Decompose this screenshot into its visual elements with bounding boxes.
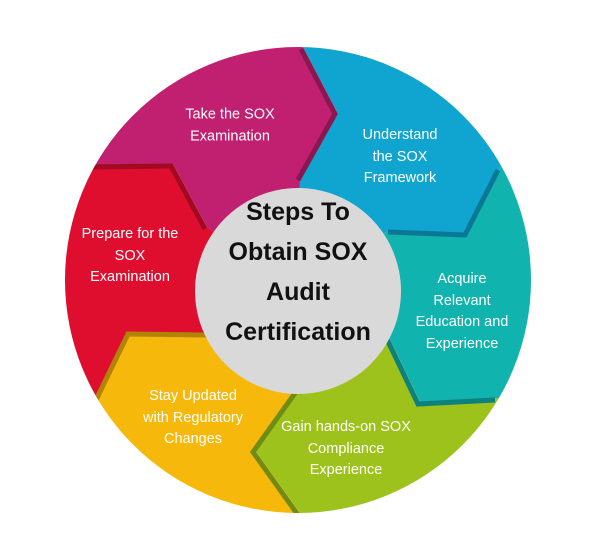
step-label-line: Stay Updated bbox=[149, 387, 237, 404]
center-title: Steps To Obtain SOX Audit Certification bbox=[225, 192, 371, 352]
segment-edge-shadow bbox=[382, 333, 496, 407]
segment-edge-shadow bbox=[249, 387, 301, 513]
step-stay-updated: Stay Updated with Regulatory Changes bbox=[143, 386, 243, 451]
step-gain-experience: Gain hands-on SOX Compliance Experience bbox=[281, 417, 411, 482]
step-label-line: Experience bbox=[425, 335, 499, 352]
step-label-line: Changes bbox=[163, 430, 223, 447]
step-acquire-education: Acquire Relevant Education and Experienc… bbox=[416, 269, 509, 355]
step-label-line: Take the SOX bbox=[185, 106, 275, 123]
step-label-line: Examination bbox=[90, 268, 170, 285]
step-take-exam: Take the SOX Examination bbox=[185, 105, 274, 148]
title-line: Certification bbox=[225, 318, 371, 346]
step-label-line: Education and bbox=[415, 314, 509, 330]
step-label-line: Relevant bbox=[433, 292, 491, 309]
step-prepare-exam: Prepare for the SOX Examination bbox=[82, 224, 179, 289]
title-line: Obtain SOX bbox=[228, 238, 368, 266]
step-segment bbox=[298, 158, 531, 410]
step-segment bbox=[65, 157, 298, 411]
step-understand-framework: Understand the SOX Framework bbox=[363, 125, 438, 190]
title-line: Audit bbox=[266, 278, 330, 306]
step-label-line: with Regulatory bbox=[143, 409, 243, 426]
step-label-line: Compliance bbox=[307, 440, 385, 457]
step-label-line: SOX bbox=[114, 247, 146, 264]
title-line: Steps To bbox=[246, 198, 350, 226]
segment-edge-shadow bbox=[295, 47, 338, 182]
segment-edge-shadow bbox=[90, 163, 208, 231]
step-label-line: Prepare for the bbox=[81, 225, 179, 242]
center-circle bbox=[195, 188, 401, 394]
segment-edge-shadow bbox=[387, 168, 501, 238]
segment-edge-shadow bbox=[92, 331, 209, 404]
step-label-line: Understand bbox=[362, 126, 438, 143]
step-label-line: Framework bbox=[363, 169, 437, 186]
step-label-line: the SOX bbox=[372, 148, 428, 165]
step-label-line: Acquire bbox=[437, 271, 487, 287]
step-label-line: Experience bbox=[309, 461, 383, 478]
step-label-line: Gain hands-on SOX bbox=[281, 418, 411, 435]
step-label-line: Examination bbox=[190, 128, 270, 144]
